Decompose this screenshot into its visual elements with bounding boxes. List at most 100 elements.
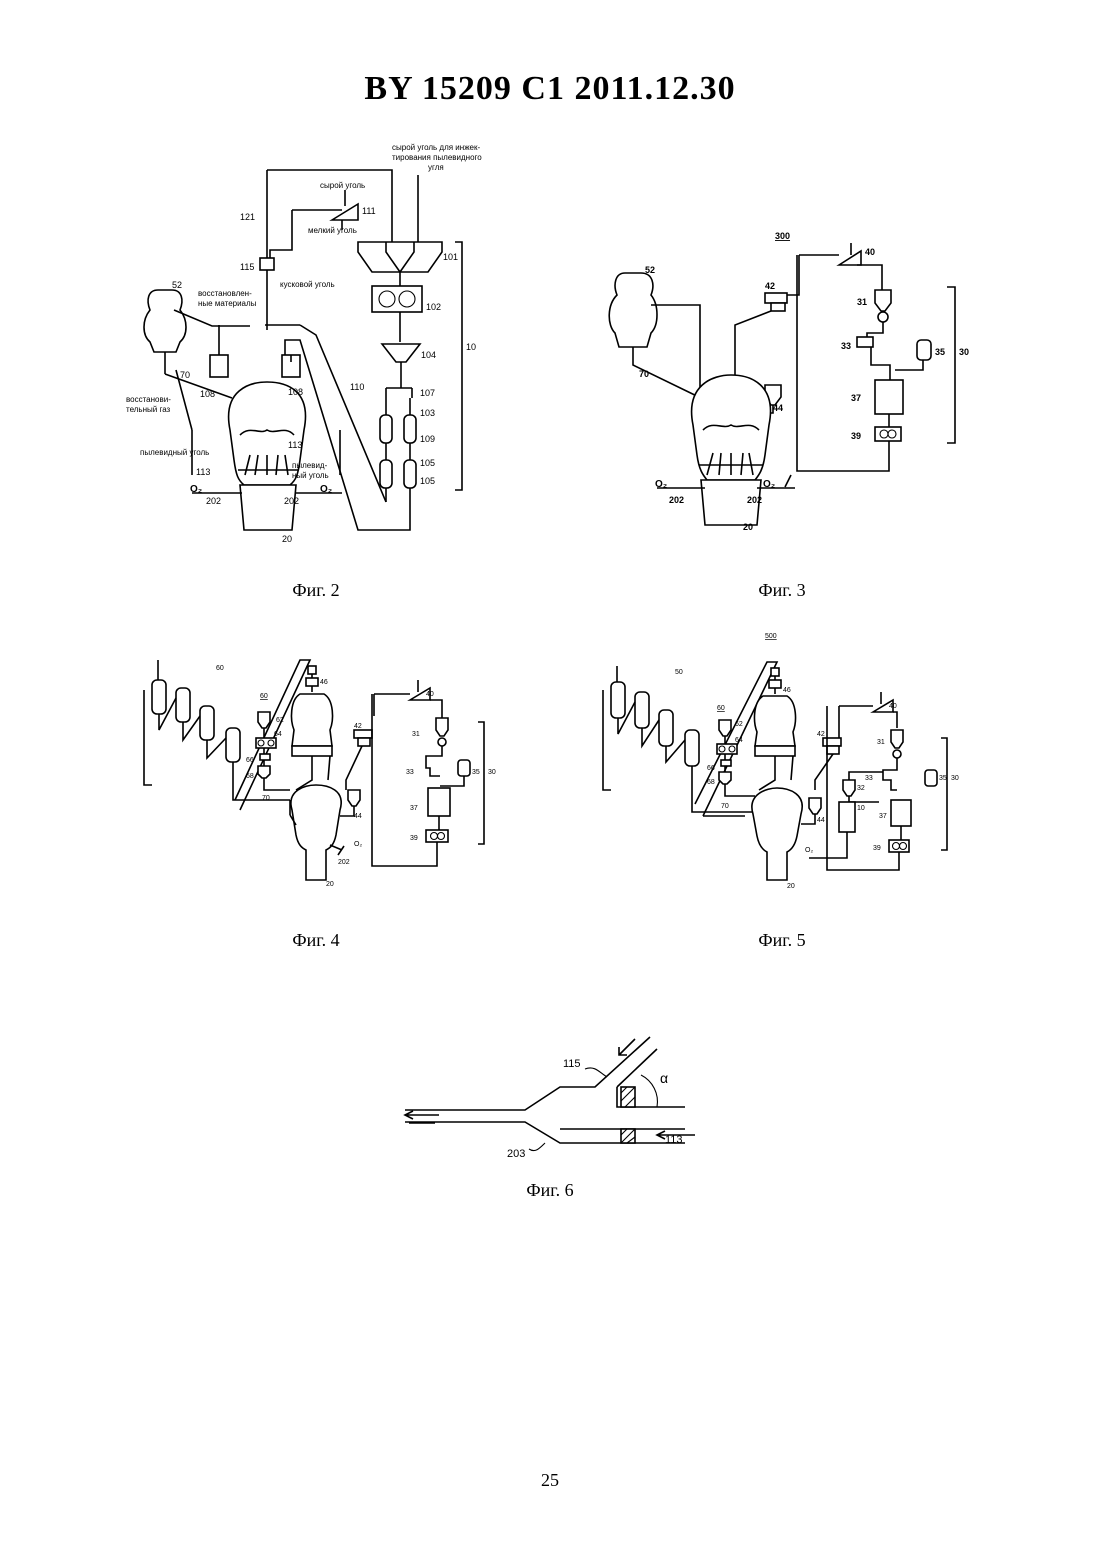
label-30: 30 [951,775,959,782]
label-20: 20 [743,522,753,532]
label-52: 52 [172,280,182,290]
label-64: 64 [735,737,743,744]
label-111: 111 [362,206,376,216]
figure-4: 60 60 46 40 62 64 42 31 66 68 33 35 30 7… [140,650,500,900]
label-o2: O₂ [354,841,362,848]
label-39: 39 [410,835,418,842]
label-68: 68 [246,773,254,780]
label-60: 60 [717,705,725,712]
label-35: 35 [935,347,945,357]
figure-2-caption: Фиг. 2 [256,580,376,601]
label-70: 70 [180,370,190,380]
label-202a: 202 [206,496,221,506]
label-70: 70 [262,795,270,802]
label-o2-right: O₂ [763,479,775,490]
label-115: 115 [240,262,254,272]
label-30: 30 [488,769,496,776]
label-44: 44 [354,813,362,820]
label-20: 20 [326,881,334,888]
label-64: 64 [274,731,282,738]
label-500: 500 [765,633,777,640]
label-35: 35 [939,775,947,782]
label-60: 60 [216,665,224,672]
label-66: 66 [707,765,715,772]
label-46: 46 [320,679,328,686]
label-105a: 105 [420,458,435,468]
label-108a: 108 [200,389,215,399]
label-pulverized-coal-r1: пылевид- [292,461,328,470]
label-37: 37 [879,813,887,820]
label-113b: 113 [288,440,302,450]
label-102: 102 [426,302,441,312]
label-113a: 113 [196,467,210,477]
label-42: 42 [765,281,775,291]
label-reducing-gas-2: тельный газ [126,405,171,414]
label-raw-coal-injection-3: угля [428,163,444,172]
label-reduced-1: восстановлен- [198,289,252,298]
figure-3-caption: Фиг. 3 [722,580,842,601]
label-105b: 105 [420,476,435,486]
figure-6-drawing: α 115 113 203 [395,1025,705,1165]
figure-6-caption: Фиг. 6 [490,1180,610,1201]
label-202b: 202 [284,496,299,506]
label-62: 62 [276,717,284,724]
label-reducing-gas-1: восстанови- [126,395,171,404]
label-raw-coal: сырой уголь [320,181,365,190]
document-header: BY 15209 C1 2011.12.30 [0,70,1100,108]
label-lump-coal: кусковой уголь [280,280,335,289]
figure-5: 500 50 60 4 [595,630,975,895]
label-pulverized-coal-r2: ный уголь [292,471,329,480]
label-20: 20 [787,883,795,890]
label-202a: 202 [669,495,684,505]
page-number: 25 [0,1470,1100,1491]
figure-2: сырой уголь для инжек- тирования пылевид… [110,130,490,550]
figure-5-drawing: 500 50 60 4 [595,630,975,895]
label-33: 33 [406,769,414,776]
label-raw-coal-injection-2: тирования пылевидного [392,153,482,162]
label-fine-coal: мелкий уголь [308,226,357,235]
label-50: 50 [675,669,683,676]
label-70: 70 [721,803,729,810]
label-20: 20 [282,534,292,544]
label-32: 32 [857,785,865,792]
label-o2-right: O₂ [320,484,332,495]
label-44: 44 [773,403,783,413]
label-pulverized-coal: пылевидный уголь [140,448,209,457]
label-68: 68 [707,779,715,786]
figure-5-caption: Фиг. 5 [722,930,842,951]
label-raw-coal-injection-1: сырой уголь для инжек- [392,143,480,152]
label-37: 37 [851,393,861,403]
figure-3: 300 40 52 42 31 33 35 30 70 44 37 39 O₂ … [595,225,995,555]
label-10: 10 [857,805,865,812]
label-104: 104 [421,350,436,360]
label-33: 33 [841,341,851,351]
label-35: 35 [472,769,480,776]
label-31: 31 [857,297,867,307]
label-31: 31 [877,739,885,746]
label-alpha: α [660,1070,668,1086]
label-300: 300 [775,231,790,241]
label-39: 39 [873,845,881,852]
label-40: 40 [426,691,434,698]
label-31: 31 [412,731,420,738]
label-70: 70 [639,369,649,379]
label-42: 42 [817,731,825,738]
label-109: 109 [420,434,435,444]
label-108b: 108 [288,387,303,397]
figure-4-caption: Фиг. 4 [256,930,376,951]
label-101: 101 [443,252,458,262]
label-62: 62 [735,721,743,728]
label-44: 44 [817,817,825,824]
label-46: 46 [783,687,791,694]
label-39: 39 [851,431,861,441]
label-30: 30 [959,347,969,357]
label-33: 33 [865,775,873,782]
label-107: 107 [420,388,435,398]
figure-2-drawing: сырой уголь для инжек- тирования пылевид… [110,130,490,550]
figure-6: α 115 113 203 [395,1025,705,1165]
label-42: 42 [354,723,362,730]
label-37: 37 [410,805,418,812]
label-o2-left: O₂ [190,484,202,495]
label-113: 113 [665,1134,683,1146]
label-103: 103 [420,408,435,418]
